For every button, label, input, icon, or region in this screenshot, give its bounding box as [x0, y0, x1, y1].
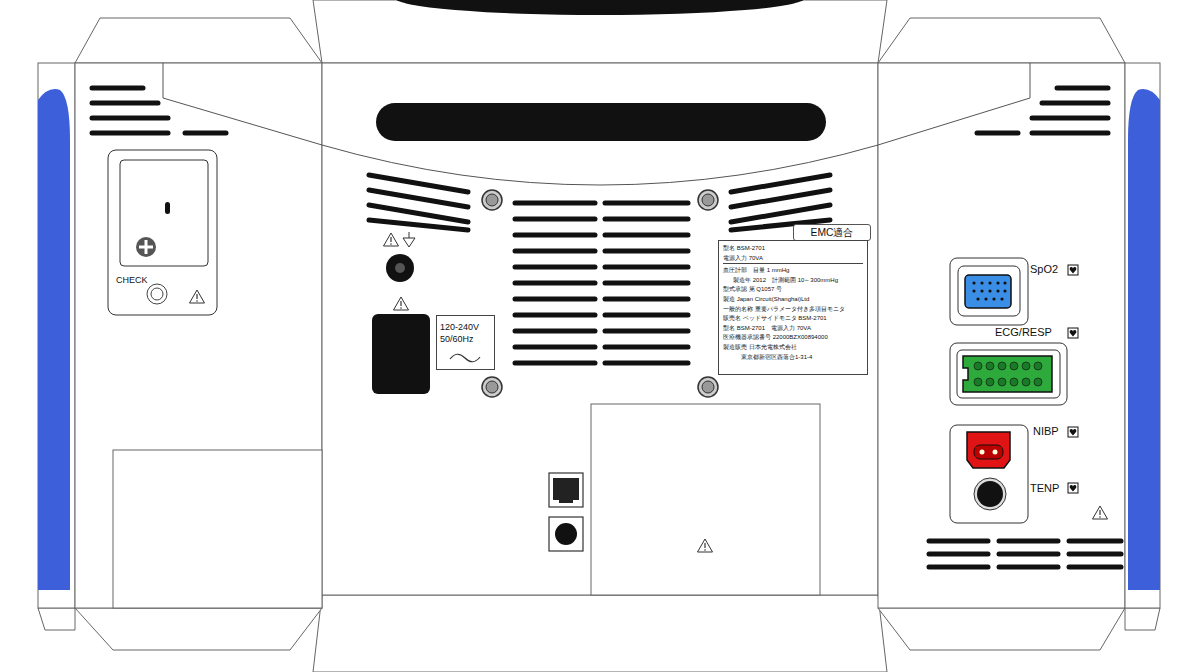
plate-text: 製造年 2012 計測範囲 10～300mmHg [723, 276, 863, 286]
plate-text: 電源入力 70VA [723, 254, 863, 265]
plate-text: 東京都新宿区西落合1-31-4 [723, 353, 863, 363]
plate-text: 一般的名称 重要パラメータ付き多項目モニタ [723, 305, 863, 315]
plate-text: 120-240V 50/60Hz [440, 321, 480, 345]
plate-text: 製造 Japan Circuit(Shanghai)Ltd [723, 295, 863, 305]
plate-text: 型式承認 第 Q1057 号 [723, 285, 863, 295]
rating-plate: 型名 BSM-2701電源入力 70VA血圧計部 目量 1 mmHg製造年 20… [718, 240, 868, 375]
emc-badge: EMC適合 [793, 224, 871, 241]
button-label: CHECK [116, 276, 148, 286]
plate-text: 製造販売 日本光電株式会社 [723, 343, 863, 353]
plate-text: 販売名 ベッドサイドモニタ BSM-2701 [723, 314, 863, 324]
port-label: ECG/RESP [995, 326, 1052, 338]
port-label: TENP [1030, 482, 1059, 494]
plate-text: 医療機器承認番号 22000BZX00894000 [723, 333, 863, 343]
plate-text: 型名 BSM-2701 [723, 244, 863, 254]
voltage-box: 120-240V 50/60Hz [436, 315, 495, 370]
port-label: SpO2 [1030, 263, 1058, 275]
plate-text: 型名 BSM-2701 電源入力 70VA [723, 324, 863, 334]
plate-text: EMC適合 [796, 225, 868, 240]
port-label: NIBP [1033, 425, 1059, 437]
plate-text: 血圧計部 目量 1 mmHg [723, 266, 863, 276]
